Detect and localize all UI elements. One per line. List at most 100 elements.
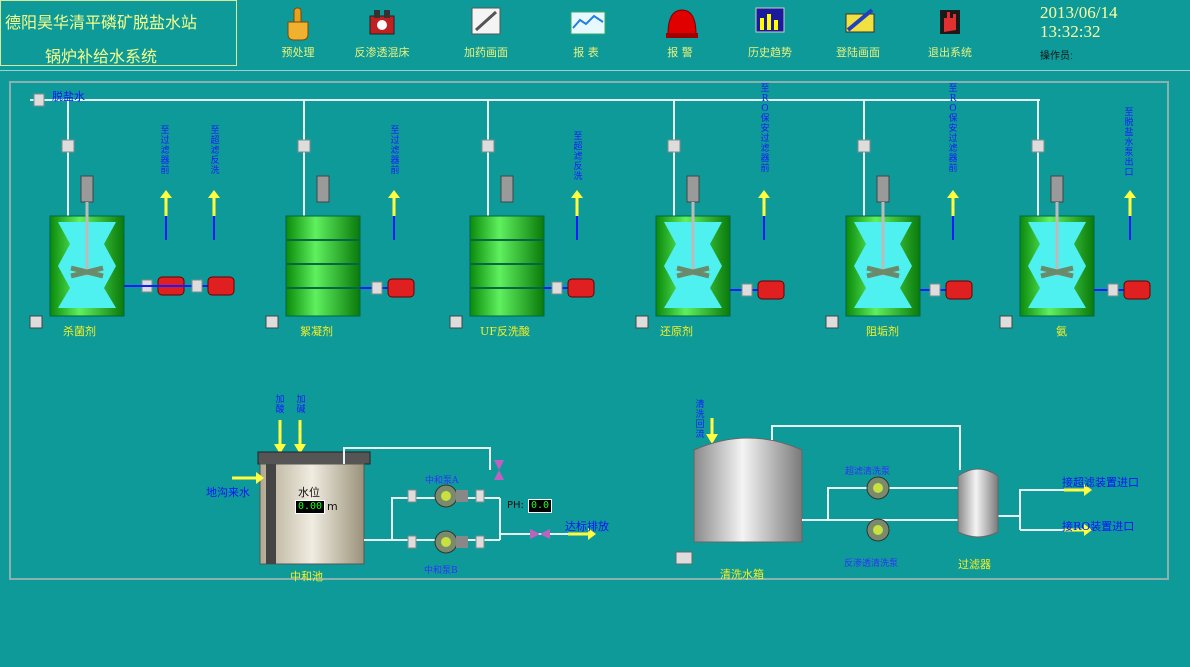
filter-label: 过滤器	[958, 558, 991, 571]
nav-history-trend-button[interactable]: 历史趋势	[730, 4, 810, 64]
tank-inlet-valve[interactable]	[61, 139, 75, 153]
dosing-pump[interactable]	[757, 280, 785, 300]
nav-exit-label: 退出系统	[928, 46, 972, 59]
pump-valve[interactable]	[191, 279, 203, 293]
tank-inlet-valve[interactable]	[481, 139, 495, 153]
tank-label-antiscalant: 阻垢剂	[866, 325, 899, 338]
drain-valve[interactable]	[29, 315, 43, 329]
main-pipe-valve[interactable]	[33, 93, 45, 107]
agitator-motor[interactable]	[316, 175, 330, 203]
level-label: 水位	[298, 486, 320, 499]
tank-label-biocide: 杀菌剂	[63, 325, 96, 338]
nav-report-button[interactable]: 报 表	[546, 4, 626, 64]
nav-alarm-label: 报 警	[667, 46, 693, 59]
neutral-pump-a[interactable]	[434, 484, 468, 508]
add-acid-label: 加酸	[275, 395, 285, 415]
nav-dosing-button[interactable]: 加药画面	[446, 4, 526, 64]
plant-title: 德阳昊华清平磷矿脱盐水站	[5, 13, 198, 32]
tank-inlet-valve[interactable]	[1031, 139, 1045, 153]
neutral-pump-b-label: 中和泵B	[424, 566, 458, 576]
nav-pretreatment-button[interactable]: 预处理	[258, 4, 338, 64]
report-chart-icon	[570, 11, 606, 35]
cleaning-tank-label: 清洗水箱	[720, 568, 764, 581]
uf-cleaning-pump[interactable]	[866, 476, 890, 500]
tank-label-uf-acid: UF反洗酸	[480, 325, 530, 338]
agitator-motor[interactable]	[1050, 175, 1064, 203]
hand-pointer-icon	[287, 7, 309, 41]
agitator-motor[interactable]	[80, 175, 94, 203]
dosing-tank	[285, 215, 361, 317]
drain-valve[interactable]	[635, 315, 649, 329]
to-uf-inlet-label: 接超滤装置进口	[1062, 476, 1139, 489]
agitator-motor[interactable]	[686, 175, 700, 203]
pump-valve[interactable]	[551, 281, 563, 295]
ph-label: PH:	[507, 500, 524, 511]
neutral-pool-label: 中和池	[290, 570, 323, 583]
dest-label-0b: 至超滤反洗	[210, 126, 220, 176]
outlet-arrow	[160, 190, 172, 198]
syringe-icon	[471, 7, 501, 35]
tank-inlet-valve[interactable]	[297, 139, 311, 153]
add-alkali-label: 加碱	[296, 395, 306, 415]
dosing-pump[interactable]	[567, 278, 595, 298]
nav-history-trend-label: 历史趋势	[748, 46, 792, 59]
nav-report-label: 报 表	[573, 46, 599, 59]
agitator-motor[interactable]	[500, 175, 514, 203]
agitator-motor[interactable]	[876, 175, 890, 203]
dest-label-2: 至超滤反洗	[573, 132, 583, 182]
cleaning-section	[675, 418, 1092, 565]
ro-cleaning-pump-label: 反渗透清洗泵	[844, 559, 899, 569]
drain-inflow-label: 地沟来水	[206, 486, 250, 499]
level-value-display: 0.00	[295, 500, 326, 514]
diagram-frame	[9, 81, 1169, 580]
tank-label-flocculant: 絮凝剂	[300, 325, 333, 338]
alarm-light-icon	[666, 9, 698, 38]
drain-valve[interactable]	[999, 315, 1013, 329]
level-unit: m	[327, 500, 338, 513]
drain-valve[interactable]	[825, 315, 839, 329]
nav-login-label: 登陆画面	[836, 46, 880, 59]
neutralization-section	[232, 420, 596, 565]
pump-valve[interactable]	[741, 283, 753, 297]
neutral-pump-a-label: 中和泵A	[425, 476, 459, 486]
dest-label-1: 至过滤器前	[390, 126, 400, 176]
tank-label-reducer: 还原剂	[660, 325, 693, 338]
dest-label-5: 至脱盐水泵出口	[1124, 108, 1134, 178]
pump-valve[interactable]	[371, 281, 383, 295]
cleaning-water-tank	[693, 437, 803, 543]
nav-login-button[interactable]: 登陆画面	[818, 4, 898, 64]
title-box: 德阳昊华清平磷矿脱盐水站 锅炉补给水系统	[0, 0, 237, 66]
tank-inlet-valve[interactable]	[857, 139, 871, 153]
dest-label-4: 至RO保安过滤器前	[948, 84, 958, 174]
dosing-pump[interactable]	[207, 276, 235, 296]
nav-dosing-label: 加药画面	[464, 46, 508, 59]
nav-exit-button[interactable]: 退出系统	[910, 4, 990, 64]
discharge-label: 达标排放	[565, 520, 609, 533]
cleaning-return-label: 清洗回流	[695, 400, 705, 440]
agitator-blade	[1040, 265, 1074, 279]
uf-cleaning-pump-label: 超滤清洗泵	[845, 467, 891, 477]
nav-ro-mixedbed-button[interactable]: 反渗透混床	[342, 4, 422, 64]
nav-ro-mixedbed-label: 反渗透混床	[354, 46, 410, 59]
tank-inlet-valve[interactable]	[667, 139, 681, 153]
dosing-pump[interactable]	[387, 278, 415, 298]
tank-label-ammonia: 氨	[1056, 325, 1067, 338]
drain-valve[interactable]	[449, 315, 463, 329]
dosing-pump[interactable]	[1123, 280, 1151, 300]
dosing-pump[interactable]	[945, 280, 973, 300]
dest-label-0: 至过滤器前	[160, 126, 170, 176]
date-display: 2013/06/14	[1040, 3, 1118, 22]
ro-cleaning-pump[interactable]	[866, 518, 890, 542]
nav-alarm-button[interactable]: 报 警	[640, 4, 720, 64]
pump-valve[interactable]	[1107, 283, 1119, 297]
outlet-arrow	[208, 190, 220, 198]
history-trend-icon	[755, 7, 785, 33]
reverse-osmosis-icon	[369, 10, 395, 35]
neutral-pump-b[interactable]	[434, 530, 468, 554]
dest-label-3: 至RO保安过滤器前	[760, 84, 770, 174]
agitator-blade	[70, 265, 104, 279]
main-pipe-label: 脱盐水	[52, 90, 85, 103]
drain-valve[interactable]	[265, 315, 279, 329]
pump-valve[interactable]	[929, 283, 941, 297]
